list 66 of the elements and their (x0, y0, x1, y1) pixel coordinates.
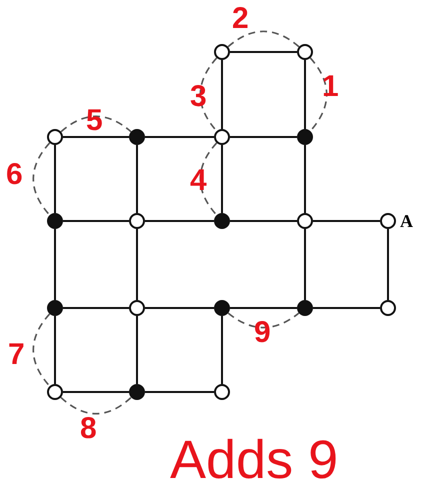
grid-line (54, 145, 56, 213)
grid-line (304, 145, 306, 213)
dashed-arc (228, 312, 300, 328)
grid-line (136, 316, 138, 384)
note: Adds 9 (170, 432, 338, 488)
edge-label: 5 (86, 106, 103, 136)
open-vertex (47, 384, 63, 400)
dashed-arc (200, 57, 218, 132)
grid-line (304, 60, 306, 129)
open-vertex (297, 44, 313, 60)
edge-label: 4 (190, 166, 207, 196)
open-vertex (214, 44, 230, 60)
grid-line (63, 136, 129, 138)
grid-line (136, 145, 138, 213)
grid-line (230, 220, 297, 222)
open-vertex (214, 129, 230, 145)
open-vertex (129, 300, 145, 316)
grid-line (221, 145, 223, 213)
dashed-arc (32, 313, 50, 387)
filled-vertex (297, 129, 313, 145)
edge-label: 1 (322, 72, 339, 102)
edge-label: 3 (190, 82, 207, 112)
open-vertex (129, 213, 145, 229)
grid-line (145, 391, 214, 393)
open-vertex (380, 300, 396, 316)
grid-line (54, 229, 56, 300)
filled-vertex (47, 213, 63, 229)
vertex-label: A (400, 212, 413, 230)
grid-line (313, 220, 380, 222)
open-vertex (214, 384, 230, 400)
filled-vertex (129, 384, 145, 400)
filled-vertex (214, 213, 230, 229)
grid-line (230, 307, 297, 309)
edge-label: 9 (254, 318, 271, 348)
grid-line (387, 229, 389, 300)
filled-vertex (297, 300, 313, 316)
grid-line (304, 229, 306, 300)
grid-line (221, 60, 223, 129)
edge-label: 6 (6, 160, 23, 190)
dashed-arc (200, 142, 218, 216)
grid-line (230, 136, 297, 138)
dashed-arc (228, 30, 300, 48)
edge-label: 7 (8, 340, 25, 370)
dashed-arc (60, 116, 132, 132)
dashed-arc (310, 57, 328, 132)
grid-line (136, 229, 138, 300)
grid-line (313, 307, 380, 309)
edge-label: 8 (80, 414, 97, 444)
edge-label: 2 (232, 4, 249, 34)
open-vertex (47, 129, 63, 145)
grid-line (63, 391, 129, 393)
grid-line (63, 220, 129, 222)
filled-vertex (129, 129, 145, 145)
filled-vertex (47, 300, 63, 316)
open-vertex (297, 213, 313, 229)
grid-line (145, 220, 214, 222)
dashed-arc (32, 142, 50, 216)
grid-line (63, 307, 129, 309)
open-vertex (380, 213, 396, 229)
dashed-arc (60, 396, 132, 414)
filled-vertex (214, 300, 230, 316)
grid-line (54, 316, 56, 384)
grid-line (145, 136, 214, 138)
grid-line (145, 307, 214, 309)
grid-line (230, 51, 297, 53)
grid-line (221, 316, 223, 384)
